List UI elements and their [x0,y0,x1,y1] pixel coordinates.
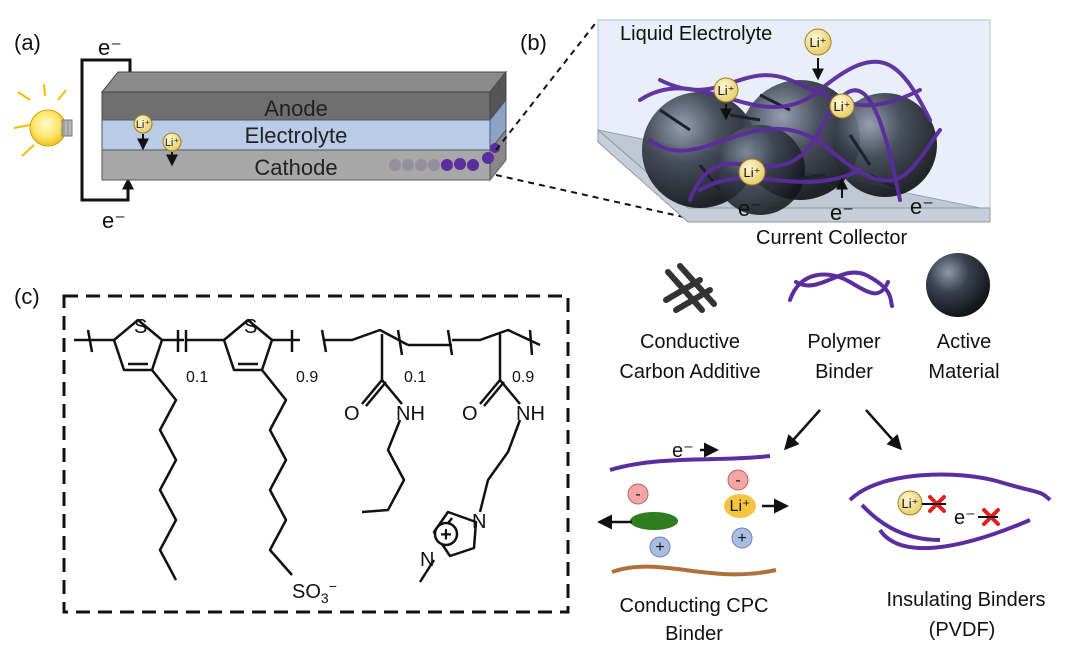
cathode-label: Cathode [254,155,337,180]
insulating-title-line2: (PVDF) [929,619,996,641]
electron-b3: e⁻ [910,194,934,219]
circuit-wire [80,58,132,202]
svg-text:Li⁺: Li⁺ [718,83,735,98]
sulfur-2: S [244,316,257,338]
cpc-title-line2: Binder [665,623,723,645]
svg-text:Li⁺: Li⁺ [165,137,180,149]
li-ion-b-mid1: Li⁺ [713,77,739,121]
legend-binder-line1: Polymer [807,331,881,353]
cpc-binder-diagram [597,442,789,577]
oxygen-1: O [344,403,360,425]
electrode-zoom-box [597,19,991,223]
insulating-binder-diagram [848,472,1052,551]
legend-active-line2: Material [928,361,999,383]
current-collector-label: Current Collector [756,227,908,249]
subscript-0-9-a: 0.9 [296,369,318,386]
electron-b2: e⁻ [830,200,854,225]
active-material-icon [926,253,990,317]
li-ion-b-top: Li⁺ [804,28,832,81]
panel-label-b: (b) [520,30,547,55]
li-ion-a1: Li⁺ [133,114,153,151]
electrolyte-label: Electrolyte [245,123,348,148]
arrow-to-insulating [865,409,903,451]
amide-nh-2: NH [516,403,545,425]
electron-label-top: e⁻ [98,35,122,60]
panel-label-c: (c) [14,284,40,309]
imidazole-n-2: N [420,549,434,571]
cpc-li-label: Li⁺ [730,498,751,515]
polymer-binder-icon [788,270,894,308]
li-ion-b-mid2: Li⁺ [829,93,855,119]
carbon-additive-icon [663,263,717,313]
anode-label: Anode [264,96,328,121]
legend-active-line1: Active [937,331,991,353]
svg-text:Li⁺: Li⁺ [744,165,761,180]
insulating-li-label: Li⁺ [902,496,919,511]
legend-binder-line2: Binder [815,361,873,383]
cpc-electron-label: e⁻ [672,440,694,462]
cpc-plus-1: + [655,539,664,556]
electron-label-bottom: e⁻ [102,208,126,233]
li-ion-b-low: Li⁺ [738,158,766,186]
cation-charge-circle [433,521,459,547]
sulfur-1: S [134,316,147,338]
amide-nh-1: NH [396,403,425,425]
li-ion-a2: Li⁺ [162,132,182,167]
oxygen-2: O [462,403,478,425]
cpc-title-line1: Conducting CPC [620,595,769,617]
liquid-electrolyte-label: Liquid Electrolyte [620,23,772,45]
imidazole-n-1: N [472,511,486,533]
cpc-plus-2: + [737,530,746,547]
subscript-0-9-b: 0.9 [512,369,534,386]
zoom-line-top [495,19,599,151]
lightbulb-icon [13,83,73,157]
structure-box [62,294,570,614]
legend-carbon-line2: Carbon Additive [619,361,760,383]
sulfonate-label: SO3− [292,578,337,606]
svg-text:Li⁺: Li⁺ [834,99,851,114]
insulating-electron-label: e⁻ [954,507,976,529]
subscript-0-1-b: 0.1 [404,369,426,386]
subscript-0-1-a: 0.1 [186,369,208,386]
arrow-to-cpc [783,409,821,451]
cpc-minus-2: - [735,472,740,489]
legend-carbon-line1: Conductive [640,331,740,353]
electron-b1: e⁻ [738,196,762,221]
svg-text:Li⁺: Li⁺ [810,35,827,50]
chemical-structure [74,318,541,583]
panel-label-a: (a) [14,30,41,55]
svg-text:Li⁺: Li⁺ [136,119,151,131]
cpc-minus-1: - [635,486,640,503]
cation-plus: + [440,524,452,546]
insulating-title-line1: Insulating Binders [887,589,1046,611]
